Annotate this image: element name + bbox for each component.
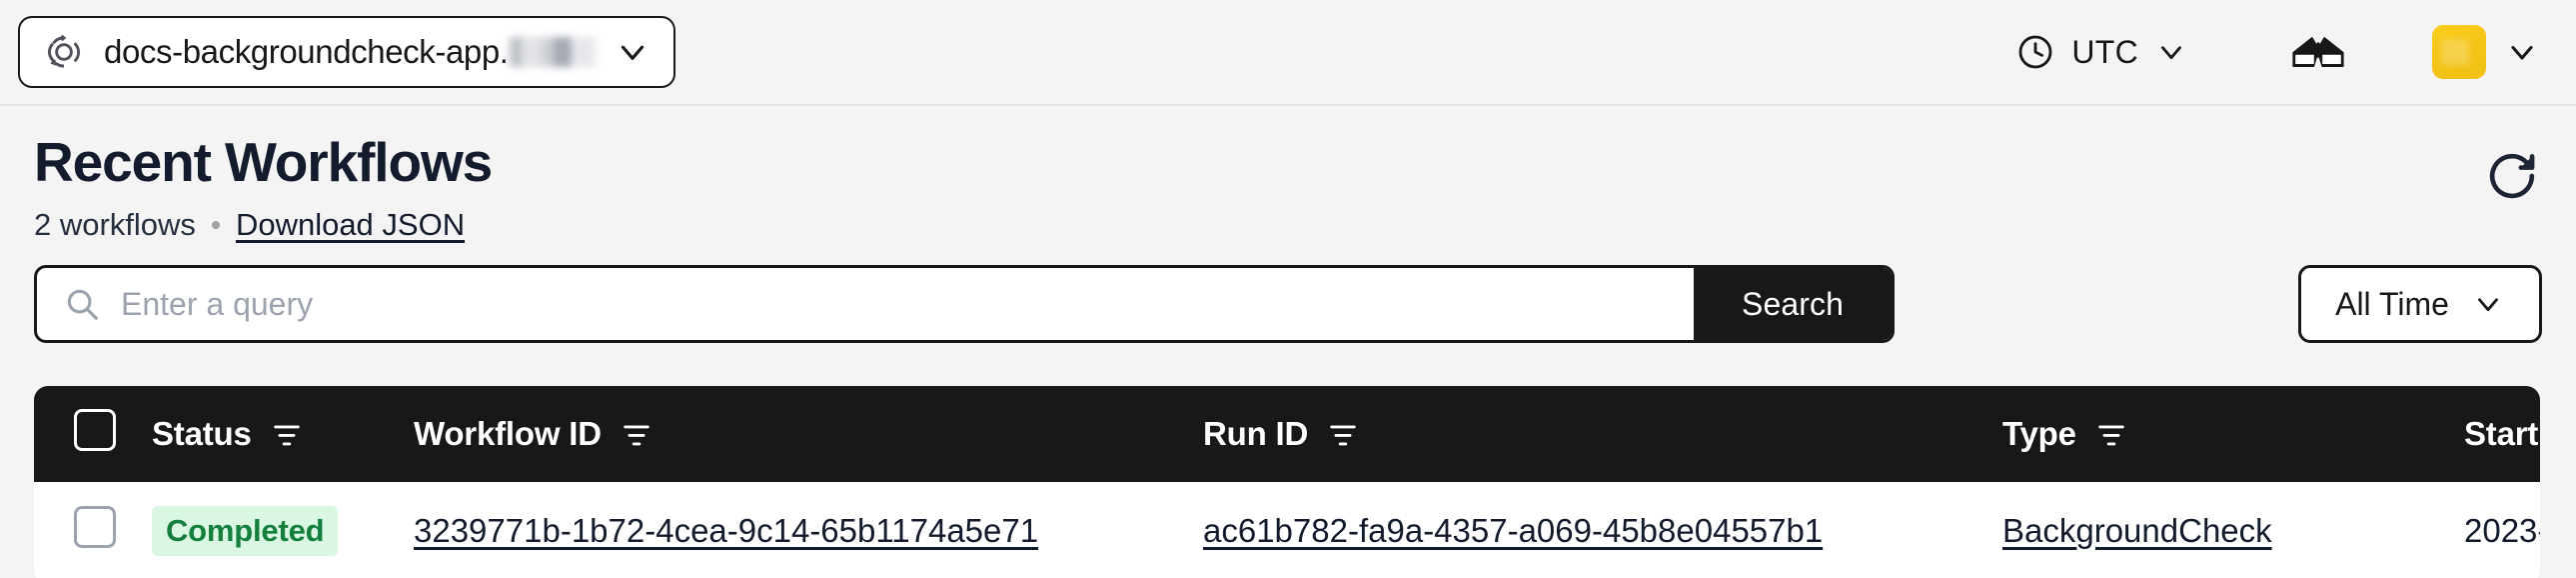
page-title: Recent Workflows <box>34 131 493 193</box>
filter-icon[interactable] <box>1326 417 1360 451</box>
column-label-run-id: Run ID <box>1203 415 1309 452</box>
page-subheader: 2 workflows Download JSON <box>34 207 2540 243</box>
start-time-value: 2023-10-02 UT <box>2464 512 2540 550</box>
cell-status: Completed <box>152 482 414 578</box>
column-header-start: Start <box>2464 386 2540 482</box>
glasses-button[interactable] <box>2260 22 2376 82</box>
time-range-filter[interactable]: All Time <box>2298 265 2542 343</box>
column-header-type: Type <box>2002 386 2464 482</box>
column-label-type: Type <box>2002 415 2076 452</box>
search-input[interactable] <box>121 285 1668 323</box>
user-menu[interactable] <box>2432 25 2540 79</box>
refresh-icon[interactable] <box>2484 148 2540 204</box>
column-header-workflow-id: Workflow ID <box>414 386 1203 482</box>
time-range-label: All Time <box>2335 285 2449 322</box>
column-label-start: Start <box>2464 415 2539 452</box>
separator-dot <box>211 220 220 229</box>
chevron-down-icon[interactable] <box>2504 34 2540 70</box>
column-header-run-id: Run ID <box>1203 386 2002 482</box>
select-all-header <box>34 386 152 482</box>
download-json-link[interactable]: Download JSON <box>235 206 466 242</box>
filter-icon[interactable] <box>620 417 653 451</box>
workflow-type-link[interactable]: BackgroundCheck <box>2002 512 2272 550</box>
timezone-label: UTC <box>2071 33 2138 70</box>
row-checkbox[interactable] <box>74 506 116 549</box>
glasses-icon <box>2290 32 2346 72</box>
topbar-actions: UTC <box>2001 22 2540 82</box>
cell-type: BackgroundCheck <box>2002 482 2464 578</box>
namespace-selector[interactable]: docs-backgroundcheck-app. <box>18 16 675 88</box>
search-field[interactable] <box>37 268 1694 340</box>
table-header-row: Status Workflow ID <box>34 386 2540 482</box>
cell-workflow-id: 3239771b-1b72-4cea-9c14-65b1174a5e71 <box>414 482 1203 578</box>
search-box: Search <box>34 265 1895 343</box>
search-button[interactable]: Search <box>1694 268 1892 340</box>
workflows-table: Status Workflow ID <box>34 386 2540 578</box>
chevron-down-icon[interactable] <box>2471 287 2505 321</box>
top-navigation-bar: docs-backgroundcheck-app. UTC <box>0 0 2576 106</box>
table-row[interactable]: Completed 3239771b-1b72-4cea-9c14-65b117… <box>34 482 2540 578</box>
search-row: Search All Time <box>34 265 2542 343</box>
temporal-namespace-icon <box>42 30 86 74</box>
page-header: Recent Workflows 2 workflows Download JS… <box>0 106 2576 243</box>
cell-start: 2023-10-02 UT <box>2464 482 2540 578</box>
select-all-checkbox[interactable] <box>74 409 116 451</box>
column-label-status: Status <box>152 415 252 452</box>
chevron-down-icon[interactable] <box>2154 35 2188 69</box>
namespace-label: docs-backgroundcheck-app. <box>104 33 596 71</box>
cell-run-id: ac61b782-fa9a-4357-a069-45b8e04557b1 <box>1203 482 2002 578</box>
status-badge: Completed <box>152 506 339 557</box>
chevron-down-icon[interactable] <box>614 33 651 71</box>
clock-icon <box>2015 32 2055 72</box>
column-label-workflow-id: Workflow ID <box>414 415 602 452</box>
filter-icon[interactable] <box>270 417 304 451</box>
workflow-id-link[interactable]: 3239771b-1b72-4cea-9c14-65b1174a5e71 <box>414 512 1039 550</box>
namespace-redacted-suffix <box>509 37 596 67</box>
row-select-cell <box>34 482 152 578</box>
run-id-link[interactable]: ac61b782-fa9a-4357-a069-45b8e04557b1 <box>1203 512 1824 550</box>
column-header-status: Status <box>152 386 414 482</box>
workflow-count: 2 workflows <box>34 206 196 242</box>
search-icon <box>63 285 101 323</box>
timezone-selector[interactable]: UTC <box>2001 24 2202 80</box>
filter-icon[interactable] <box>2094 417 2128 451</box>
avatar <box>2432 25 2486 79</box>
